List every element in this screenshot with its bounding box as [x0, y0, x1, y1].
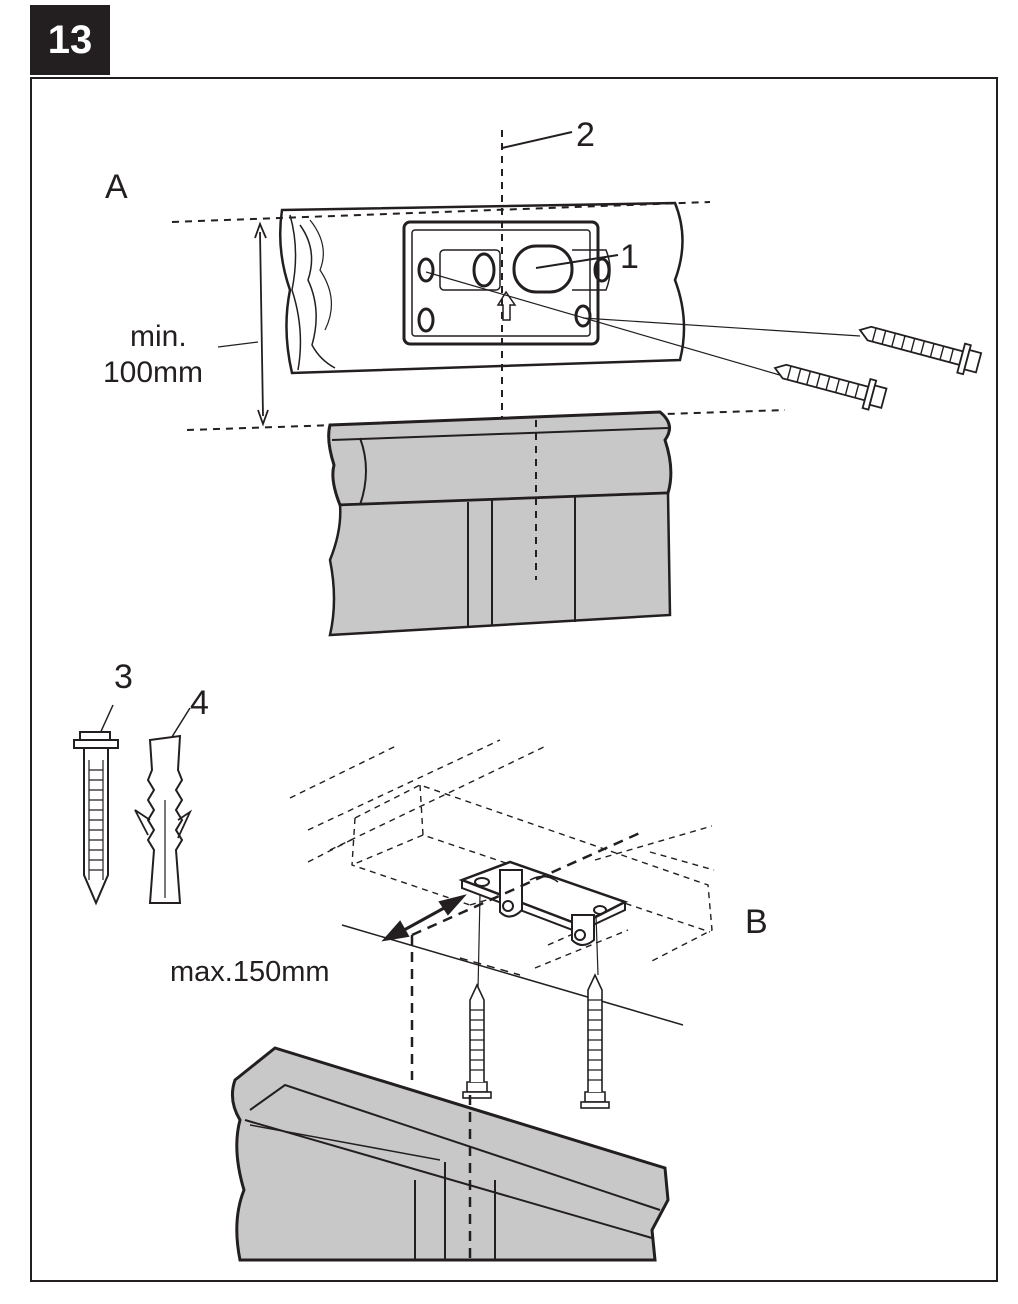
screw-icon [773, 363, 888, 411]
callout-1: 1 [620, 238, 639, 276]
callout-4: 4 [190, 684, 209, 722]
callout-2: 2 [576, 116, 595, 154]
screw-icon [462, 983, 492, 1099]
min-distance-dimension [217, 221, 269, 427]
max-distance-dimension [381, 894, 467, 942]
blind-fabric [328, 420, 672, 637]
screw-part-3 [73, 704, 119, 906]
view-a-label: A [105, 168, 128, 206]
ceiling-bracket [458, 860, 629, 946]
min-distance-text: min. [130, 320, 187, 353]
blind-head-rail [230, 1046, 670, 1262]
wall-plug-part-4 [134, 707, 193, 904]
bracket-reference-line [411, 830, 643, 937]
callout-2-leader [501, 131, 573, 149]
min-distance-value: 100mm [103, 356, 204, 389]
ceiling-joist-outline [289, 739, 715, 969]
diagram-frame [30, 77, 998, 1282]
top-reference-line [171, 201, 711, 223]
ceiling-bracket [402, 220, 611, 346]
max-distance-text: max.150mm [170, 956, 330, 988]
screw-icon [580, 973, 610, 1109]
view-b-label: B [745, 903, 768, 941]
view-b-illustration [230, 739, 715, 1262]
callout-1-leader [535, 254, 619, 269]
ceiling-edge-line [341, 924, 684, 1026]
screw-leader-lower [425, 271, 791, 379]
callout-3: 3 [114, 658, 133, 696]
screw-leader-upper [582, 317, 861, 337]
screw-icon [858, 325, 983, 376]
blind-head-rail [327, 410, 673, 507]
view-a-illustration [171, 130, 983, 637]
step-number-badge: 13 [30, 5, 110, 75]
